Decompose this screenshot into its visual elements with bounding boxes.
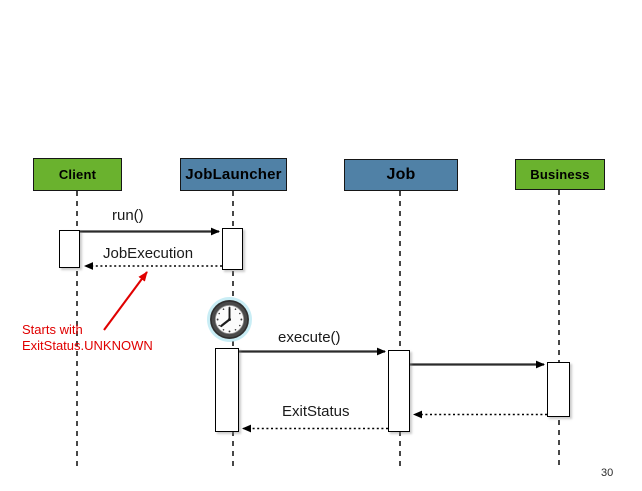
message-label-exitstatus: ExitStatus (282, 403, 350, 420)
lifeline-box-joblauncher[interactable]: JobLauncher (180, 158, 287, 191)
lifeline-label-client: Client (58, 167, 97, 182)
lifeline-box-business[interactable]: Business (515, 159, 605, 190)
activation-bar-joblauncher-top (222, 228, 243, 270)
lifeline-label-joblauncher: JobLauncher (185, 166, 282, 183)
lifeline-label-job: Job (386, 166, 416, 183)
lifeline-label-business: Business (530, 167, 590, 182)
lifeline-box-client[interactable]: Client (33, 158, 122, 191)
clock-icon (207, 297, 252, 342)
activation-bar-client (59, 230, 80, 268)
message-label-run: run() (112, 207, 144, 224)
activation-bar-job (388, 350, 410, 432)
annotation-line-2: ExitStatus.UNKNOWN (22, 338, 153, 353)
activation-bar-business (547, 362, 570, 417)
page-number: 30 (601, 467, 614, 479)
clock-hour-hand (220, 318, 231, 328)
lifeline-box-job[interactable]: Job (344, 159, 458, 191)
annotation-pointer-arrow (103, 271, 148, 331)
message-label-execute: execute() (278, 329, 341, 346)
annotation-text: Starts with ExitStatus.UNKNOWN (22, 322, 153, 354)
activation-bar-joblauncher-bottom (215, 348, 239, 432)
message-label-jobexecution: JobExecution (103, 245, 194, 262)
annotation-line-1: Starts with (22, 322, 83, 337)
